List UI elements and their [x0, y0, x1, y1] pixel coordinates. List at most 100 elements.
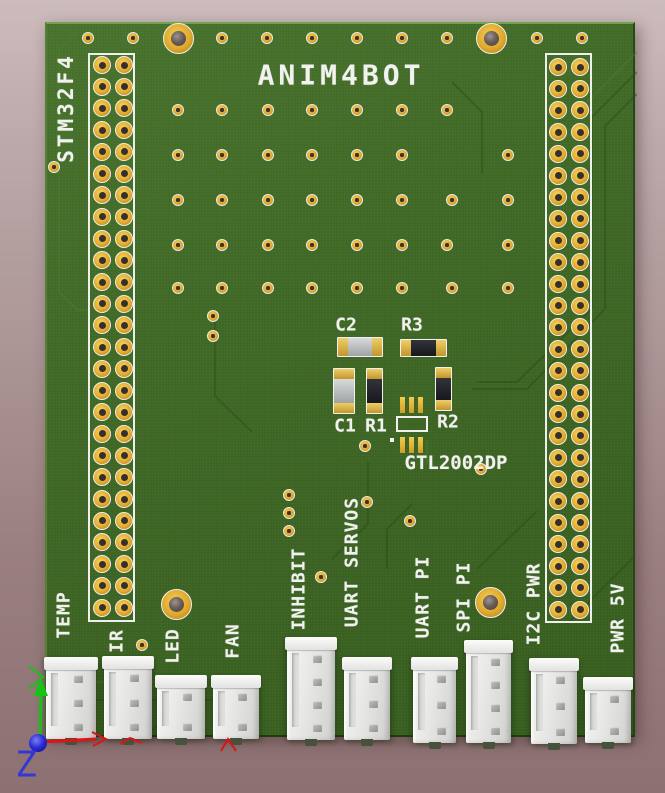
via-hole — [400, 153, 404, 157]
connector-pin — [490, 704, 500, 712]
pad-hole — [554, 150, 562, 158]
silk-label-uart-pi: UART PI — [412, 555, 434, 639]
header-pad — [93, 251, 111, 270]
via-hole — [400, 108, 404, 112]
connector-pin — [130, 674, 140, 682]
via — [351, 149, 363, 161]
connector-pin — [238, 723, 248, 731]
header-pad — [571, 535, 589, 554]
connector-peg — [361, 739, 373, 746]
silk-label-pwr-5v: PWR 5V — [607, 582, 629, 654]
mounting-hole — [160, 588, 192, 620]
pad-hole — [120, 517, 128, 525]
via-hole — [365, 500, 369, 504]
terminal — [338, 338, 348, 356]
pad-hole — [120, 473, 128, 481]
pad-hole — [576, 410, 584, 418]
connector-peg — [428, 742, 441, 749]
via-hole — [506, 153, 510, 157]
header-pad — [93, 446, 111, 465]
via — [216, 104, 228, 116]
header-pad — [93, 359, 111, 378]
header-pad — [549, 188, 567, 207]
pad-hole — [576, 302, 584, 310]
header-pad — [549, 166, 567, 185]
header-pad — [571, 101, 589, 120]
pad-hole — [554, 323, 562, 331]
pad-hole — [576, 150, 584, 158]
connector-pin — [369, 724, 379, 732]
via — [306, 282, 318, 294]
connector-pin — [436, 675, 446, 683]
terminal — [334, 403, 354, 413]
pad-hole — [554, 389, 562, 396]
via-hole — [265, 36, 269, 40]
via — [441, 239, 453, 251]
header-pad — [115, 446, 133, 465]
header-pad — [549, 123, 567, 142]
via-hole — [266, 153, 270, 157]
connector-pin — [610, 727, 620, 735]
header-pad — [115, 359, 133, 378]
connector-peg — [65, 738, 77, 745]
header-pad — [571, 231, 589, 250]
connector-pin — [73, 675, 83, 683]
via-hole — [52, 165, 56, 169]
connector-pin — [556, 728, 566, 736]
via-hole — [506, 286, 510, 290]
via — [306, 149, 318, 161]
pad-hole — [576, 454, 584, 462]
via — [283, 507, 295, 519]
connector-pwr-5v — [583, 677, 633, 749]
via — [172, 239, 184, 251]
footprint-pad — [418, 397, 423, 413]
header-pad — [115, 576, 133, 595]
header-pad — [549, 600, 567, 619]
pad-hole — [120, 430, 128, 438]
via-hole — [400, 243, 404, 247]
connector-top-face — [411, 657, 458, 670]
header-pad — [115, 207, 133, 226]
header-pad — [115, 77, 133, 96]
header-outline-stm32f4-header-left — [88, 53, 135, 622]
header-pad — [571, 275, 589, 293]
via — [261, 32, 273, 44]
mounting-hole-drill — [170, 30, 186, 46]
pad-hole — [120, 191, 128, 199]
pad-hole — [98, 213, 106, 221]
pad-hole — [554, 85, 562, 93]
pad-hole — [576, 606, 584, 613]
footprint-pad — [400, 437, 405, 453]
pad-hole — [120, 365, 128, 373]
via — [172, 194, 184, 206]
via — [283, 489, 295, 501]
connector-i2c-pwr — [529, 658, 579, 750]
header-pad — [115, 142, 133, 161]
via — [306, 32, 318, 44]
connector-pin — [313, 724, 323, 732]
board-title: ANIM4BOT — [257, 58, 425, 92]
pad-hole — [120, 278, 128, 286]
via-hole — [400, 198, 404, 202]
header-pad — [93, 121, 111, 140]
header-pad — [115, 121, 133, 140]
pad-hole — [120, 408, 128, 416]
header-pad — [93, 490, 111, 508]
pad-hole — [98, 148, 106, 156]
pad-hole — [576, 345, 584, 353]
mounting-hole — [475, 22, 507, 54]
pad-hole — [554, 106, 562, 114]
via — [531, 32, 543, 44]
component-body — [348, 338, 372, 356]
pad-hole — [120, 256, 128, 264]
connector-slot — [536, 674, 543, 731]
header-pad — [549, 448, 567, 467]
silk-ref-c1: C1 — [334, 415, 356, 437]
via-hole — [319, 575, 323, 579]
silk-ref-r2: R2 — [437, 411, 459, 433]
connector-pin — [313, 655, 323, 663]
component-body — [411, 340, 436, 356]
pad-hole — [576, 237, 584, 245]
header-pad — [571, 405, 589, 424]
